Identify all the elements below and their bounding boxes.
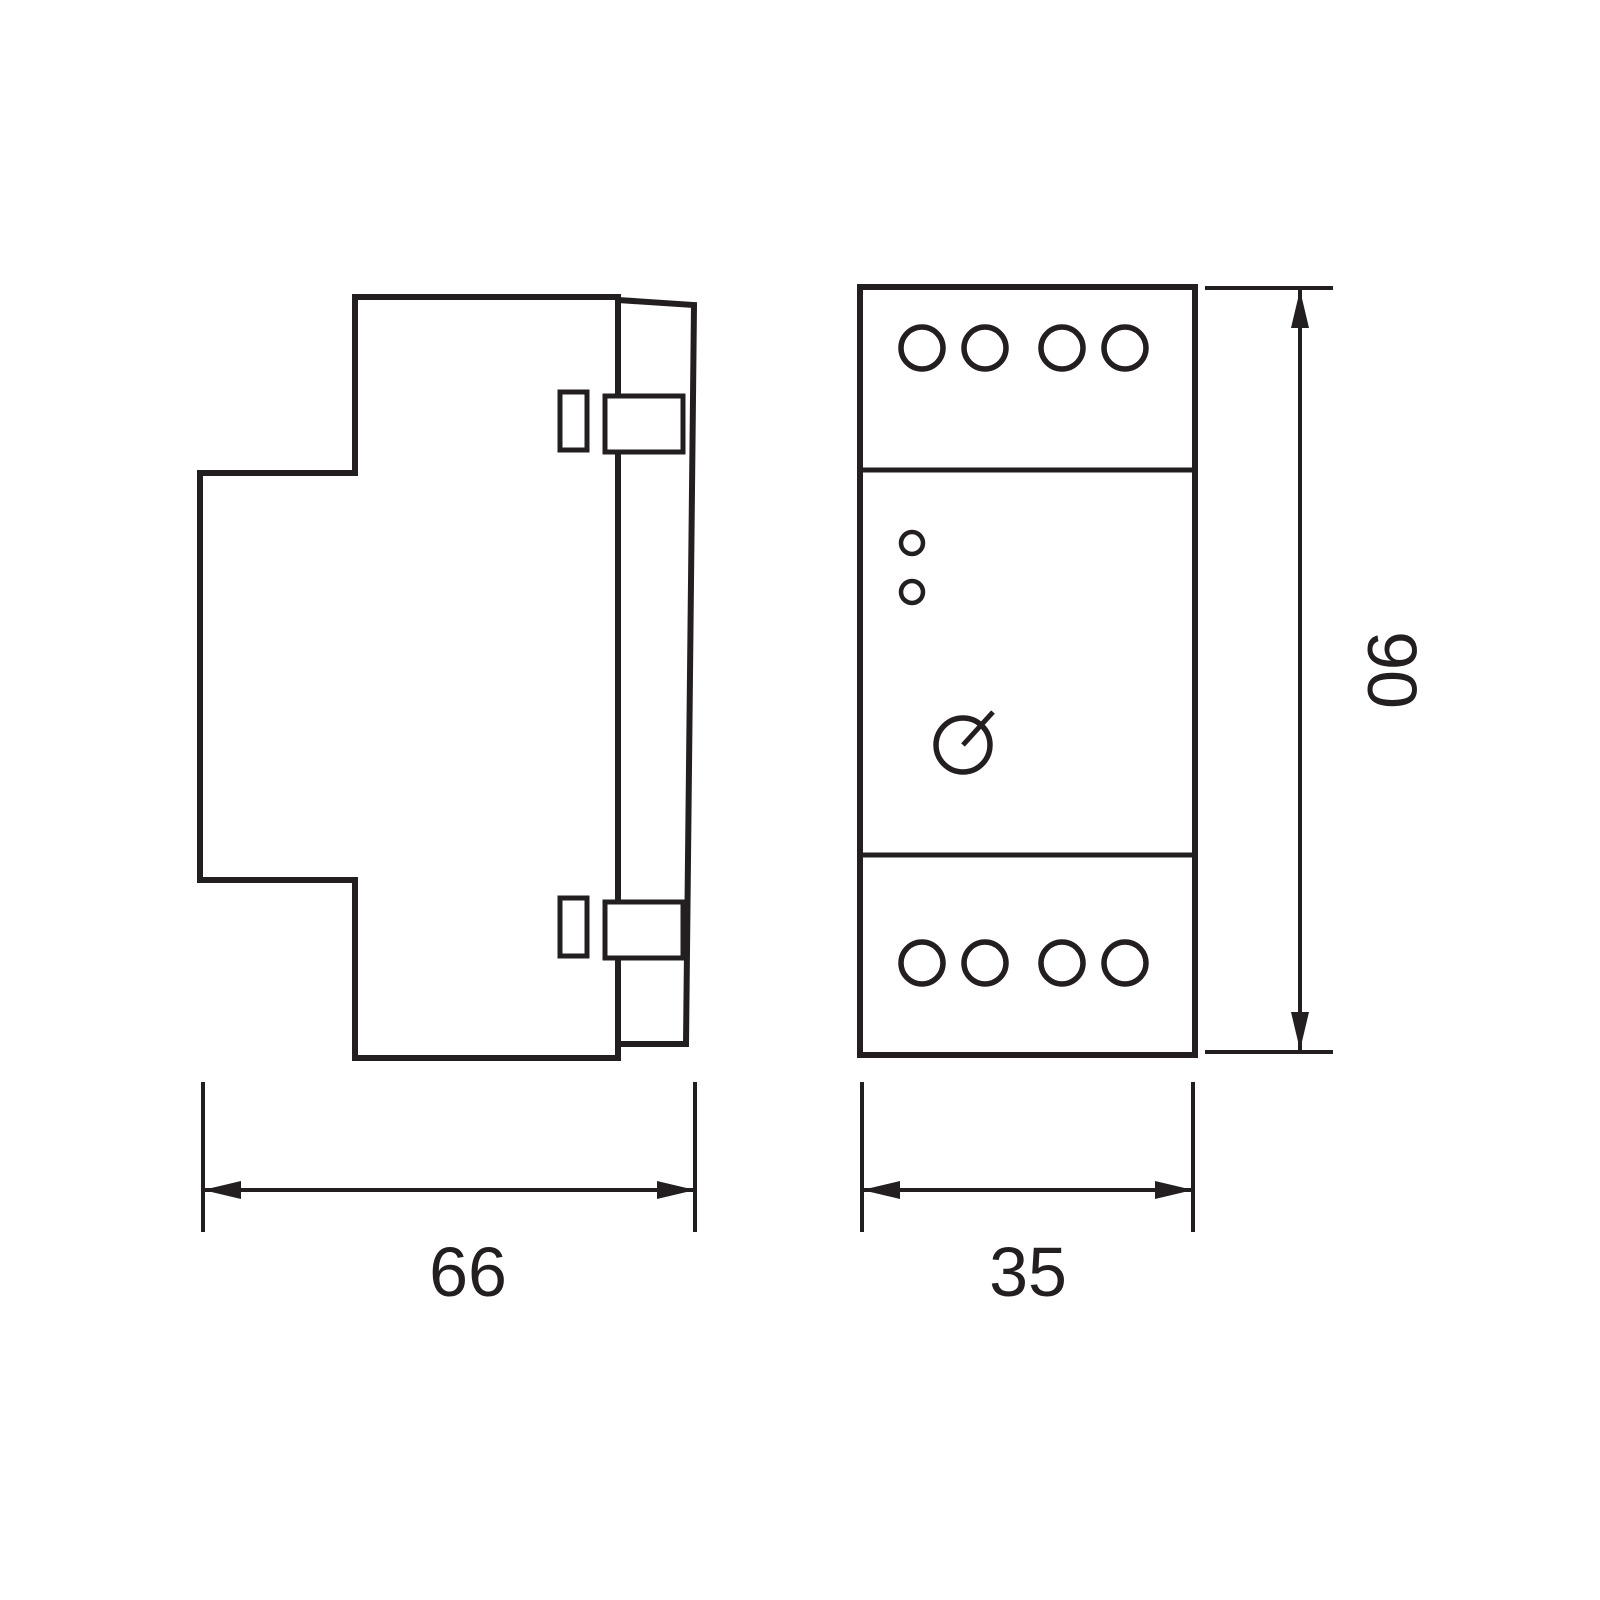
latch-tab-bottom-small (557, 895, 590, 959)
dimension-front-width: 35 (860, 1082, 1195, 1311)
enclosure-profile-outline (197, 294, 621, 1061)
terminal-screw-top-1 (898, 324, 946, 372)
dimension-label-height: 90 (1353, 631, 1431, 709)
rotary-knob (933, 715, 993, 775)
terminal-screw-bottom-1 (898, 939, 946, 987)
arrowhead-right (657, 1181, 695, 1199)
latch-tab-top-large (602, 393, 686, 455)
terminal-screw-top-4 (1101, 324, 1149, 372)
terminal-screw-bottom-4 (1101, 939, 1149, 987)
front-view (857, 284, 1198, 1058)
arrowhead-top (1291, 290, 1309, 328)
dimension-height: 90 (1205, 286, 1431, 1054)
arrowhead-left (203, 1181, 241, 1199)
front-enclosure-outline (857, 284, 1198, 1058)
dimension-label-front-width: 35 (989, 1233, 1067, 1311)
latch-tab-top-small (557, 389, 590, 453)
terminal-screw-bottom-2 (961, 939, 1009, 987)
arrowhead-left (862, 1181, 900, 1199)
dimension-side-width: 66 (201, 1082, 697, 1311)
side-view (197, 294, 698, 1061)
knob-pointer (961, 710, 995, 747)
led-indicator-1 (898, 529, 926, 557)
dimension-label-side-width: 66 (429, 1233, 507, 1311)
terminal-screw-bottom-3 (1038, 939, 1086, 987)
terminal-screw-top-2 (961, 324, 1009, 372)
arrowhead-right (1155, 1181, 1193, 1199)
latch-tab-bottom-large (602, 899, 686, 961)
arrowhead-bottom (1291, 1012, 1309, 1050)
led-indicator-2 (898, 578, 926, 606)
terminal-screw-top-3 (1038, 324, 1086, 372)
